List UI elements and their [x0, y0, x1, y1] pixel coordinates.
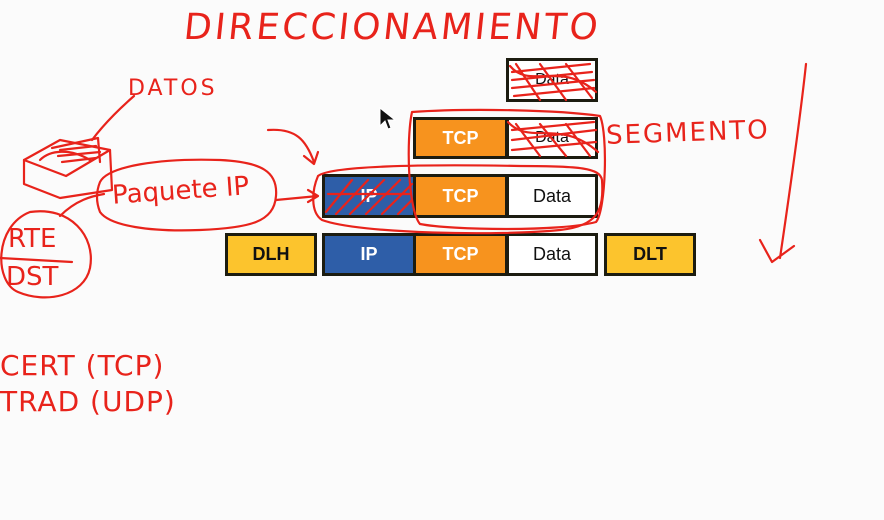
dlh-label: DLH [252, 244, 290, 264]
dlt-box: DLT [604, 233, 696, 276]
segmento-annotation: SEGMENTO [605, 115, 771, 151]
dlt-label: DLT [633, 244, 667, 264]
circle-rte-dst [0, 210, 92, 299]
cert-annotation: CERT (TCP) [0, 349, 165, 382]
tcp-box-row4: TCP [413, 233, 508, 276]
data-box-row4: Data [506, 233, 598, 276]
datos-annotation: DATOS [128, 76, 218, 101]
down-arrow [758, 62, 808, 264]
dlh-box: DLH [225, 233, 317, 276]
tcp-label-row2: TCP [442, 127, 479, 148]
tcp-box-row3: TCP [413, 174, 508, 218]
rte-annotation: RTE [8, 224, 57, 254]
loop-packet [312, 164, 604, 235]
tcp-label-row3: TCP [442, 185, 479, 206]
ip-label-row4: IP [360, 244, 378, 264]
data-label-row3: Data [532, 185, 572, 206]
hatch-data-row2 [506, 120, 600, 158]
mouse-cursor-icon [379, 106, 397, 130]
tcp-box-row2: TCP [413, 117, 508, 159]
data-label-row4: Data [532, 244, 572, 264]
hatch-ip-row3 [324, 178, 414, 216]
data-box-row3: Data [506, 174, 598, 218]
loop-segment [407, 108, 606, 231]
tcp-label-row4: TCP [442, 244, 479, 264]
trad-annotation: TRAD (UDP) [0, 385, 176, 418]
dst-annotation: DST [6, 262, 59, 292]
title-annotation: DIRECCIONAMIENTO [181, 7, 603, 48]
cloud-paquete-ip [95, 158, 278, 232]
hatch-data-row1 [508, 62, 598, 102]
ip-box-row4: IP [322, 233, 416, 276]
envelope-icon [22, 136, 114, 200]
